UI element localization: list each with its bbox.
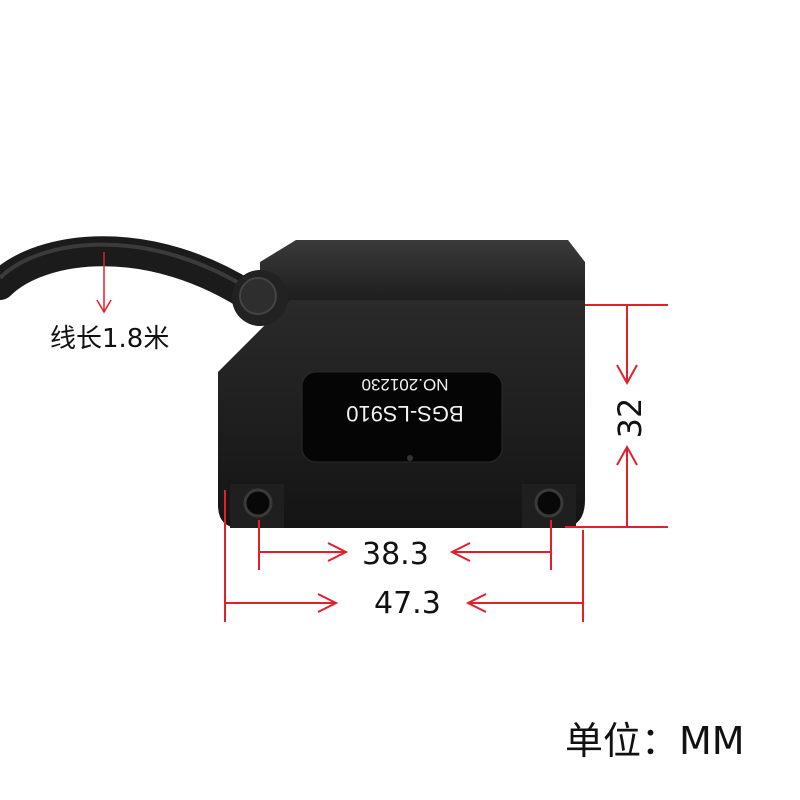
hole-spacing-label: 38.3 [362,537,429,572]
model-name: BGS-LS910 [346,401,464,426]
serial-number: NO.201230 [361,375,449,394]
cable-length-label: 线长1.8米 [50,324,170,354]
label-panel [301,371,503,463]
mounting-hole-right [534,488,564,518]
sensor-top-face [260,240,585,305]
height-dimension [565,304,668,528]
width-dimension [224,490,584,622]
width-dimension-label: 47.3 [374,586,441,621]
unit-label: 单位：MM [565,719,745,763]
mounting-hole-left [243,488,273,518]
cable [0,236,270,315]
height-dimension-label: 32 [611,397,649,439]
hole-spacing-dimension [258,520,552,570]
